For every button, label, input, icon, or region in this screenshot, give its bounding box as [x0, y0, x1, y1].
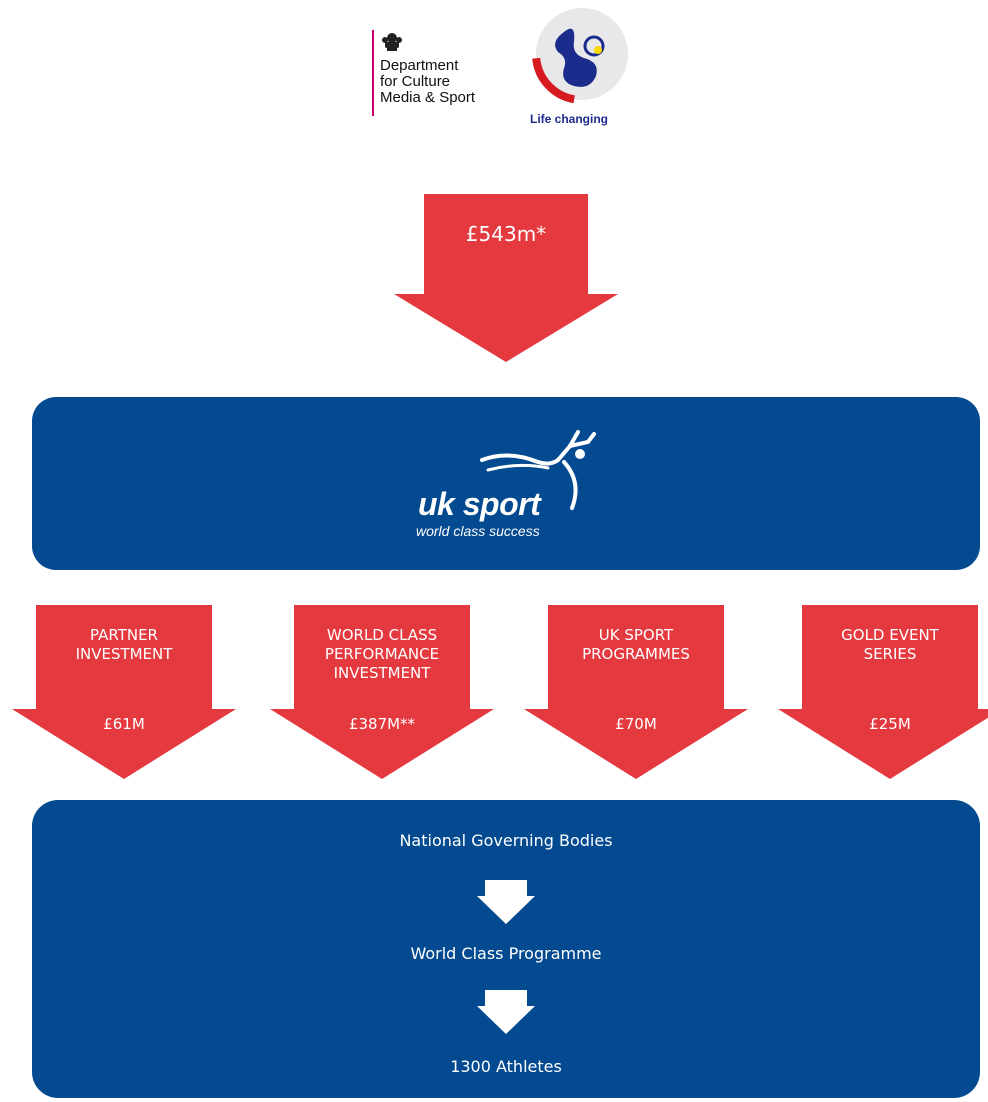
ngb-box: [32, 800, 980, 1098]
stream-title: GOLD EVENT SERIES: [841, 626, 939, 663]
uk-sport-tagline: world class success: [416, 523, 540, 539]
flow-step-athletes: 1300 Athletes: [450, 1057, 562, 1076]
national-lottery-logo: Life changing: [524, 2, 642, 132]
royal-crest-icon: [382, 33, 402, 51]
uk-sport-athlete-icon: [480, 430, 596, 510]
flow-step-ngb: National Governing Bodies: [399, 831, 613, 850]
flow-arrow-icon: [477, 990, 535, 1034]
dcms-name: Department for Culture Media & Sport: [380, 58, 475, 106]
stream-title: UK SPORT PROGRAMMES: [582, 626, 690, 663]
dcms-line-1: Department: [380, 57, 459, 74]
stream-arrow: [778, 605, 988, 779]
stream-title: WORLD CLASS PERFORMANCE INVESTMENT: [324, 626, 440, 682]
top-funding-arrow: [394, 194, 618, 362]
dcms-line-3: Media & Sport: [380, 89, 476, 106]
flow-step-world-class-programme: World Class Programme: [410, 944, 602, 963]
uk-sport-box: [32, 397, 980, 570]
uk-sport-wordmark: uk sport: [418, 486, 541, 522]
stream-amount: £70M: [615, 715, 657, 733]
stream-amount: £387M**: [348, 715, 416, 733]
lottery-crossed-fingers-icon: [532, 4, 632, 104]
stream-amount: £25M: [869, 715, 911, 733]
flow-arrow-icon: [477, 880, 535, 924]
top-funding-label: £543m*: [465, 222, 547, 246]
dcms-divider: [372, 30, 374, 116]
dcms-logo: Department for Culture Media & Sport: [372, 28, 512, 118]
dcms-line-2: for Culture: [380, 73, 451, 90]
stream-arrow: [524, 605, 748, 779]
lottery-tagline: Life changing: [530, 112, 608, 126]
stream-title: PARTNER INVESTMENT: [75, 626, 173, 663]
stream-arrow: [12, 605, 236, 779]
stream-amount: £61M: [103, 715, 145, 733]
stream-arrow: [270, 605, 494, 779]
